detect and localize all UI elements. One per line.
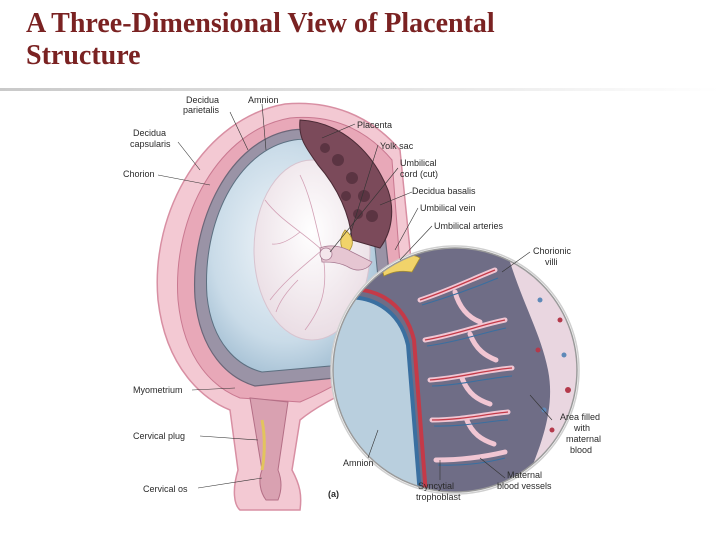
label-amnion-top: Amnion: [248, 95, 279, 105]
label-area-filled-2: with: [573, 423, 590, 433]
label-chorionic-villi-2: villi: [545, 257, 558, 267]
label-decidua-basalis: Decidua basalis: [412, 186, 476, 196]
label-myometrium: Myometrium: [133, 385, 183, 395]
label-area-filled-4: blood: [570, 445, 592, 455]
label-umbilical-arteries: Umbilical arteries: [434, 221, 504, 231]
label-yolk-sac: Yolk sac: [380, 141, 414, 151]
label-panel-letter: (a): [328, 489, 339, 499]
label-decidua-capsularis-1: Decidua: [133, 128, 166, 138]
label-decidua-parietalis-2: parietalis: [183, 105, 220, 115]
label-chorionic-villi-1: Chorionic: [533, 246, 572, 256]
label-umbilical-cord-1: Umbilical: [400, 158, 437, 168]
label-umbilical-cord-2: cord (cut): [400, 169, 438, 179]
label-chorion: Chorion: [123, 169, 155, 179]
label-decidua-capsularis-2: capsularis: [130, 139, 171, 149]
label-area-filled-1: Area filled: [560, 412, 600, 422]
label-amnion-bottom: Amnion: [343, 458, 374, 468]
label-syncytial-2: trophoblast: [416, 492, 461, 502]
label-decidua-parietalis-1: Decidua: [186, 95, 219, 105]
label-cervical-plug: Cervical plug: [133, 431, 185, 441]
label-area-filled-3: maternal: [566, 434, 601, 444]
label-umbilical-vein: Umbilical vein: [420, 203, 476, 213]
label-syncytial-1: Syncytial: [418, 481, 454, 491]
label-cervical-os: Cervical os: [143, 484, 188, 494]
label-placenta: Placenta: [357, 120, 392, 130]
label-maternal-vessels-1: Maternal: [507, 470, 542, 480]
label-maternal-vessels-2: blood vessels: [497, 481, 552, 491]
